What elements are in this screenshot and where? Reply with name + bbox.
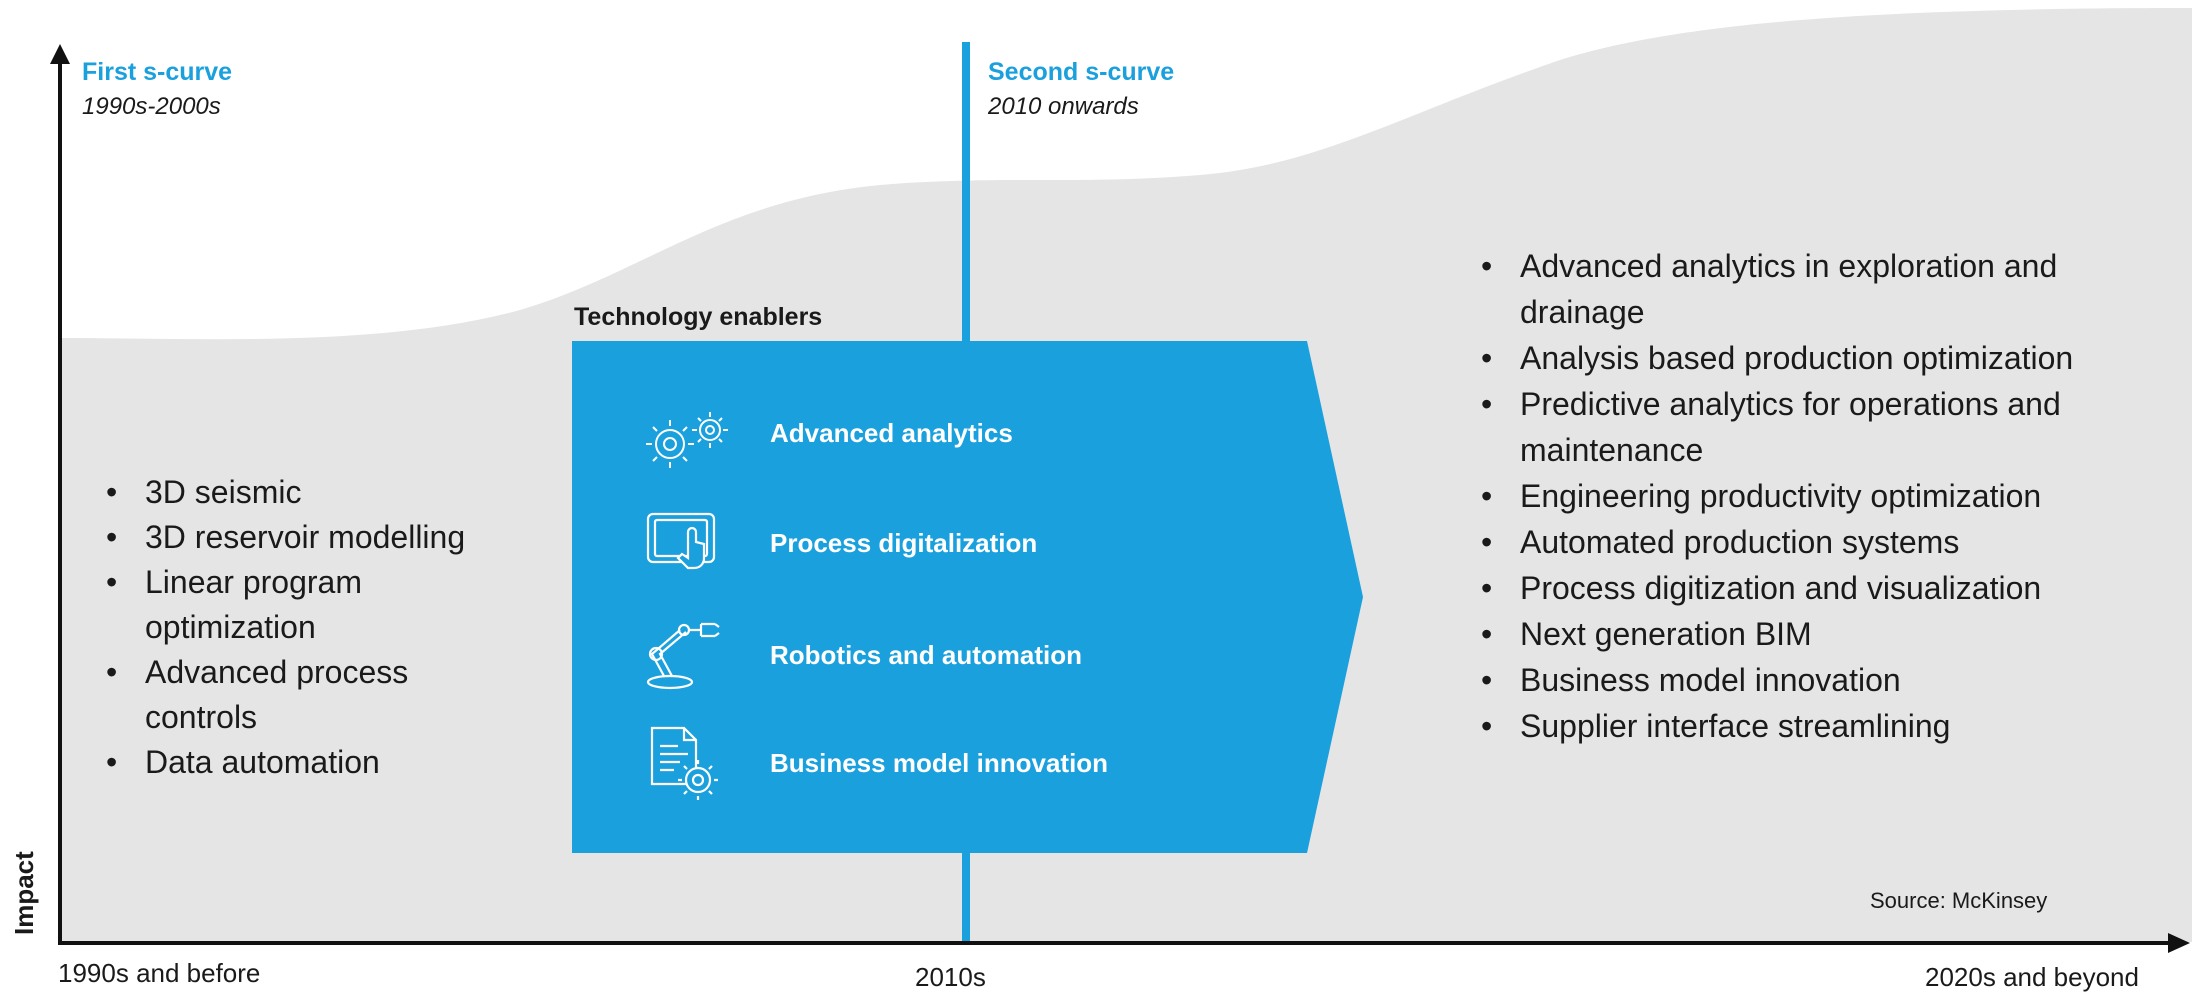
list-item: Supplier interface streamlining <box>1475 703 2165 749</box>
x-axis-label-end: 2020s and beyond <box>1925 962 2139 992</box>
x-axis-label-middle: 2010s <box>915 962 986 992</box>
x-axis-arrowhead <box>2168 933 2190 953</box>
list-item: Advanced process controls <box>100 650 485 740</box>
technology-enablers-title: Technology enablers <box>574 303 823 331</box>
first-curve-list: 3D seismic 3D reservoir modelling Linear… <box>100 470 520 785</box>
list-item: Data automation <box>100 740 520 785</box>
second-curve-title: Second s-curve <box>988 58 1175 86</box>
list-item: Business model innovation <box>1475 657 2165 703</box>
list-item: Engineering productivity optimization <box>1475 473 2165 519</box>
list-item: 3D seismic <box>100 470 520 515</box>
enabler-business-model-innovation: Business model innovation <box>770 748 1109 778</box>
list-item: Next generation BIM <box>1475 611 2165 657</box>
list-item: Automated production systems <box>1475 519 2165 565</box>
gears-icon <box>640 408 740 475</box>
second-curve-list: Advanced analytics in exploration and dr… <box>1475 243 2165 749</box>
list-item: 3D reservoir modelling <box>100 515 520 560</box>
second-curve-period: 2010 onwards <box>988 93 1139 120</box>
enabler-robotics-automation: Robotics and automation <box>770 640 1082 670</box>
list-item: Analysis based production optimization <box>1475 335 2165 381</box>
tablet-touch-icon <box>640 508 730 581</box>
x-axis-label-start: 1990s and before <box>58 958 261 988</box>
list-item: Predictive analytics for operations and … <box>1475 381 2120 473</box>
y-axis-label: Impact <box>9 851 39 935</box>
technology-enablers-arrow <box>572 341 1363 853</box>
robot-arm-icon <box>640 612 740 697</box>
list-item: Process digitization and visualization <box>1475 565 2165 611</box>
document-gear-icon <box>640 722 730 805</box>
list-item: Advanced analytics in exploration and dr… <box>1475 243 2120 335</box>
y-axis-arrowhead <box>50 44 70 64</box>
first-curve-title: First s-curve <box>82 58 233 86</box>
source-note: Source: McKinsey <box>1870 888 2048 913</box>
enabler-process-digitalization: Process digitalization <box>770 528 1038 558</box>
first-curve-period: 1990s-2000s <box>82 93 221 120</box>
list-item: Linear program optimization <box>100 560 415 650</box>
enabler-advanced-analytics: Advanced analytics <box>770 418 1013 448</box>
